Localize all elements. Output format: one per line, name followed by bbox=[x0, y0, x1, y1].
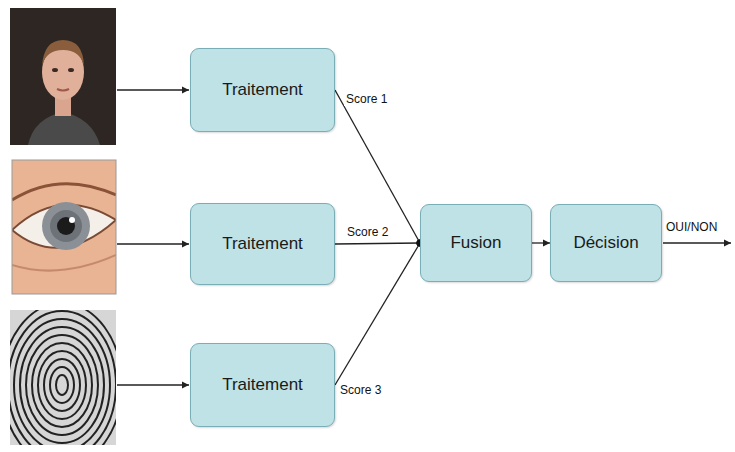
process-box: Traitement bbox=[190, 343, 335, 427]
box-label: Traitement bbox=[218, 80, 307, 100]
connector bbox=[335, 243, 420, 244]
score-label: Score 2 bbox=[345, 225, 390, 239]
connector bbox=[532, 242, 550, 243]
eye-photo bbox=[12, 160, 116, 294]
process-box: Fusion bbox=[420, 204, 532, 282]
fingerprint-image bbox=[10, 310, 116, 445]
score-label: Score 3 bbox=[338, 383, 383, 397]
box-content: Fusion bbox=[446, 233, 505, 253]
process-box: Traitement bbox=[190, 48, 335, 132]
input-arrows bbox=[117, 90, 731, 385]
process-box: Traitement bbox=[190, 203, 335, 285]
box-label: Fusion bbox=[446, 233, 505, 253]
box-content: Traitement bbox=[218, 80, 307, 100]
box-content: Traitement bbox=[218, 375, 307, 395]
box-content: Traitement bbox=[218, 234, 307, 254]
connector bbox=[335, 243, 420, 385]
box-label: Décision bbox=[569, 233, 642, 253]
output-label: OUI/NON bbox=[664, 220, 719, 234]
box-label: Traitement bbox=[218, 234, 307, 254]
process-box: Décision bbox=[550, 204, 662, 282]
box-content: Décision bbox=[569, 233, 642, 253]
face-photo bbox=[10, 8, 116, 145]
box-label: Traitement bbox=[218, 375, 307, 395]
score-label: Score 1 bbox=[344, 92, 389, 106]
connector bbox=[335, 90, 420, 243]
